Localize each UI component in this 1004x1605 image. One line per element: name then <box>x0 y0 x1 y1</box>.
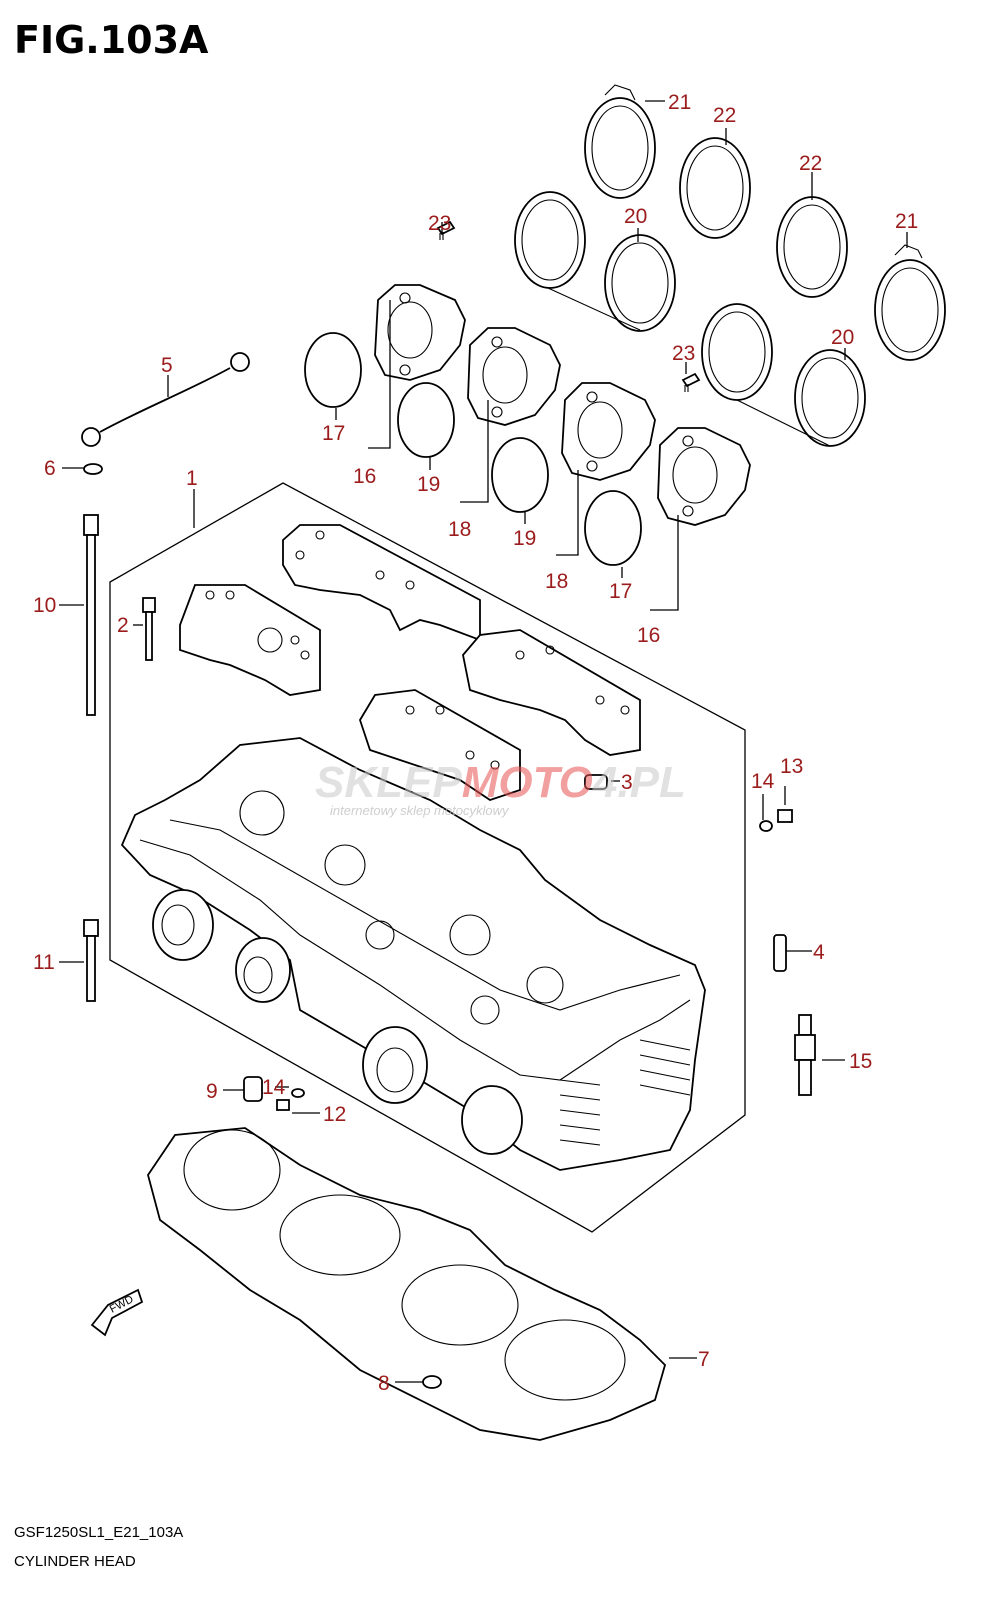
small-parts <box>243 774 816 1111</box>
cylinder-head <box>120 737 706 1171</box>
fwd-arrow: FWD <box>90 1288 144 1337</box>
figure-title: FIG.103A <box>14 18 209 62</box>
callout-9: 9 <box>206 1080 218 1103</box>
assembly-box <box>109 482 746 1233</box>
bolts <box>83 514 156 1002</box>
callout-21b: 21 <box>895 210 918 233</box>
callout-19b: 19 <box>513 527 536 550</box>
callout-3: 3 <box>621 771 633 794</box>
watermark-tagline: internetowy sklep motocyklowy <box>330 803 509 818</box>
callout-14: 14 <box>751 770 775 793</box>
figure-code: GSF1250SL1_E21_103A <box>14 1524 184 1541</box>
callout-20b: 20 <box>831 326 854 349</box>
callout-17b: 17 <box>609 580 632 603</box>
callout-11: 11 <box>33 951 55 974</box>
callout-5: 5 <box>161 354 173 377</box>
callout-16: 16 <box>353 465 376 488</box>
clamps <box>514 84 946 447</box>
head-gasket <box>147 1127 667 1441</box>
callout-10: 10 <box>33 594 56 617</box>
callout-16b: 16 <box>637 624 660 647</box>
callout-23b: 23 <box>672 342 695 365</box>
callout-14b: 14 <box>262 1076 286 1099</box>
intake-pipes <box>374 284 751 526</box>
callout-18: 18 <box>448 518 471 541</box>
leader-lines <box>59 100 908 1383</box>
callout-20: 20 <box>624 205 647 228</box>
callout-18b: 18 <box>545 570 568 593</box>
callout-19: 19 <box>417 473 440 496</box>
callout-23: 23 <box>428 212 451 235</box>
callout-6: 6 <box>44 457 56 480</box>
callout-15: 15 <box>849 1050 872 1073</box>
callout-12: 12 <box>323 1103 346 1126</box>
callout-22: 22 <box>713 104 736 127</box>
callout-4: 4 <box>813 941 825 964</box>
camshaft-holders <box>179 524 641 801</box>
callout-13: 13 <box>780 755 803 778</box>
callout-2: 2 <box>117 614 129 637</box>
callout-7: 7 <box>698 1348 710 1371</box>
figure-name: CYLINDER HEAD <box>14 1553 136 1570</box>
callouts: 1 2 3 4 5 6 7 8 9 10 11 12 13 14 14 15 1… <box>33 91 918 1395</box>
callout-1: 1 <box>186 467 198 490</box>
callout-8: 8 <box>378 1372 390 1395</box>
callout-22b: 22 <box>799 152 822 175</box>
o-rings <box>304 332 642 566</box>
oil-hose <box>81 352 250 475</box>
callout-21: 21 <box>668 91 691 114</box>
callout-17: 17 <box>322 422 345 445</box>
watermark: SKLEPMOTO4.PL <box>315 758 686 807</box>
